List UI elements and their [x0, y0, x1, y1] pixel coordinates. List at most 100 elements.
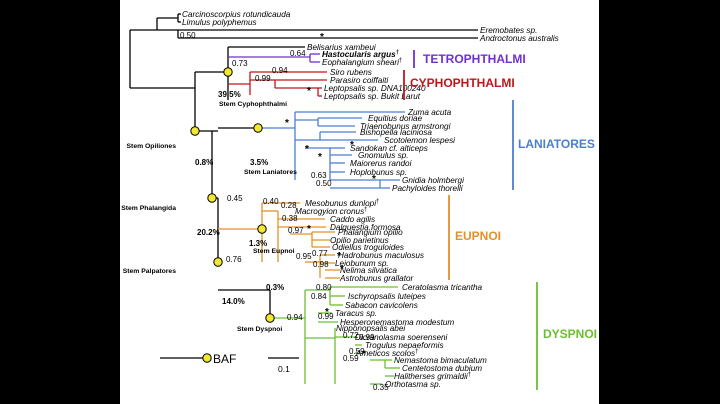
taxon-label: Nelima silvatica	[340, 266, 397, 275]
percent-label: 39.5%	[218, 90, 241, 99]
taxon-label: Centetostoma dubium	[402, 364, 482, 373]
clade-label: TETROPHTHALMI	[423, 52, 526, 66]
taxon-label: Maiorerus randoi	[350, 159, 412, 168]
taxon-label: Orthotasma sp.	[385, 380, 441, 389]
taxon-label: Gnidia holmbergi	[402, 176, 464, 185]
taxon-label: Sabacon cavicolens	[345, 301, 418, 310]
stem-node-label: Stem Phalangida	[121, 205, 176, 212]
taxon-label: Leptopsalis sp. DNA100240	[324, 84, 426, 93]
percent-label: 14.0%	[222, 297, 245, 306]
support-value: 0.94	[287, 313, 303, 322]
dagger-mark: †	[468, 372, 471, 378]
dagger-mark: †	[376, 199, 379, 205]
support-value: 0.64	[290, 49, 306, 58]
stem-node-label: Stem Opiliones	[127, 143, 177, 150]
taxon-label: Odiellus troguloides	[332, 243, 404, 252]
star-mark: *	[325, 307, 329, 318]
support-value: 0.95	[296, 252, 312, 261]
clade-label: EUPNOI	[455, 229, 501, 243]
scale-label: 0.1	[278, 364, 290, 374]
support-value: 0.73	[232, 59, 248, 68]
percent-label: 0.3%	[266, 283, 284, 292]
star-mark: *	[340, 264, 344, 275]
stem-node-label: Stem Palpatores	[123, 268, 176, 275]
taxon-label: Gnomulus sp.	[358, 151, 409, 160]
baf-node	[223, 67, 233, 77]
taxon-label: Trogulus nepaeformis	[365, 341, 444, 350]
taxon-label: Astrobunus grallator	[339, 274, 414, 283]
clade-label: LANIATORES	[518, 137, 595, 151]
support-value: 0.63	[311, 171, 327, 180]
taxon-label: Ceratolasma tricantha	[402, 283, 483, 292]
clade-label: DYSPNOI	[543, 327, 597, 341]
support-value: 0.98	[313, 260, 329, 269]
taxon-label: Pachyloides thorelli	[392, 184, 463, 193]
taxon-label: Taracus sp.	[335, 309, 377, 318]
taxon-label: Mesobunus dunlopi†	[305, 199, 379, 208]
star-mark: *	[362, 349, 366, 360]
taxon-label: Androctonus australis	[479, 34, 559, 43]
star-mark: *	[372, 174, 376, 185]
taxon-label: Ameticos scolos†	[355, 349, 419, 358]
baf-node	[265, 313, 275, 323]
taxon-label: Triaenobunus armstrongi	[360, 122, 451, 131]
taxon-label: Parasiro coiffaiti	[330, 76, 388, 85]
taxon-label: Carcinoscorpius rotundicauda	[182, 10, 291, 19]
dagger-mark: †	[415, 349, 418, 355]
taxon-label: Nemastoma bimaculatum	[394, 356, 487, 365]
stem-node-label: Stem Dyspnoi	[237, 326, 282, 333]
taxon-label: Hastocularis argus†	[322, 50, 399, 59]
support-value: 0.99	[318, 312, 334, 321]
stem-node-label: Stem Eupnoi	[253, 248, 295, 255]
dagger-mark: †	[399, 58, 402, 64]
taxon-label: Scotolemon lespesi	[384, 136, 455, 145]
percent-label: 1.3%	[249, 239, 267, 248]
star-mark: *	[320, 32, 324, 43]
stem-node-label: Stem Laniatores	[244, 169, 297, 176]
taxon-label: Opilio parietinus	[330, 236, 389, 245]
taxon-label: Sandokan cf. alticeps	[350, 144, 428, 153]
dagger-mark: †	[364, 207, 367, 213]
taxon-label: Eremobates sp.	[480, 26, 537, 35]
taxon-label: Eophalangium sheari†	[322, 58, 402, 67]
baf-node	[207, 193, 217, 203]
baf-node	[190, 126, 200, 136]
percent-label: 20.2%	[197, 228, 220, 237]
legend-node	[202, 353, 212, 363]
taxon-label: Caddo agilis	[330, 215, 375, 224]
baf-node	[213, 257, 223, 267]
taxon-label: Macrogyion cronus†	[295, 207, 368, 216]
clade-label: CYPHOPHTHALMI	[410, 76, 515, 90]
legend-baf-label: BAF	[213, 352, 236, 366]
taxon-label: Leptopsalis sp. Bukit Larut	[324, 92, 421, 101]
taxon-label: Hadrobunus maculosus	[338, 251, 424, 260]
baf-node	[257, 224, 267, 234]
support-value: 0.59	[343, 354, 359, 363]
figure-panel	[120, 0, 599, 404]
support-value: 0.84	[311, 292, 327, 301]
star-mark: *	[307, 224, 311, 235]
support-value: 0.40	[263, 197, 279, 206]
taxon-label: Equitius doriae	[368, 114, 423, 123]
taxon-label: Dalquestia formosa	[330, 223, 401, 232]
support-value: 0.28	[281, 201, 297, 210]
taxon-label: Belisarius xambeui	[307, 43, 376, 52]
taxon-label: Leiobunum sp.	[335, 259, 389, 268]
taxon-label: Bishopella laciniosa	[360, 128, 432, 137]
percent-label: 0.8%	[195, 158, 213, 167]
taxon-label: Phalangium opilio	[338, 228, 403, 237]
taxon-label: Siro rubens	[330, 68, 372, 77]
star-mark: *	[350, 140, 354, 151]
support-value: 0.76	[226, 255, 242, 264]
support-value: 0.99	[255, 74, 271, 83]
support-value: 0.94	[272, 66, 288, 75]
taxon-label: Zuma acuta	[407, 108, 452, 117]
taxon-label: Halitherses grimaldii†	[394, 372, 471, 381]
taxon-label: Limulus polyphemus	[182, 18, 257, 27]
percent-label: 3.5%	[250, 158, 268, 167]
baf-node	[253, 123, 263, 133]
support-value: 0.35	[373, 383, 389, 392]
support-value: 0.77	[312, 249, 328, 258]
taxon-label: Ischyropsalis luteipes	[348, 292, 426, 301]
